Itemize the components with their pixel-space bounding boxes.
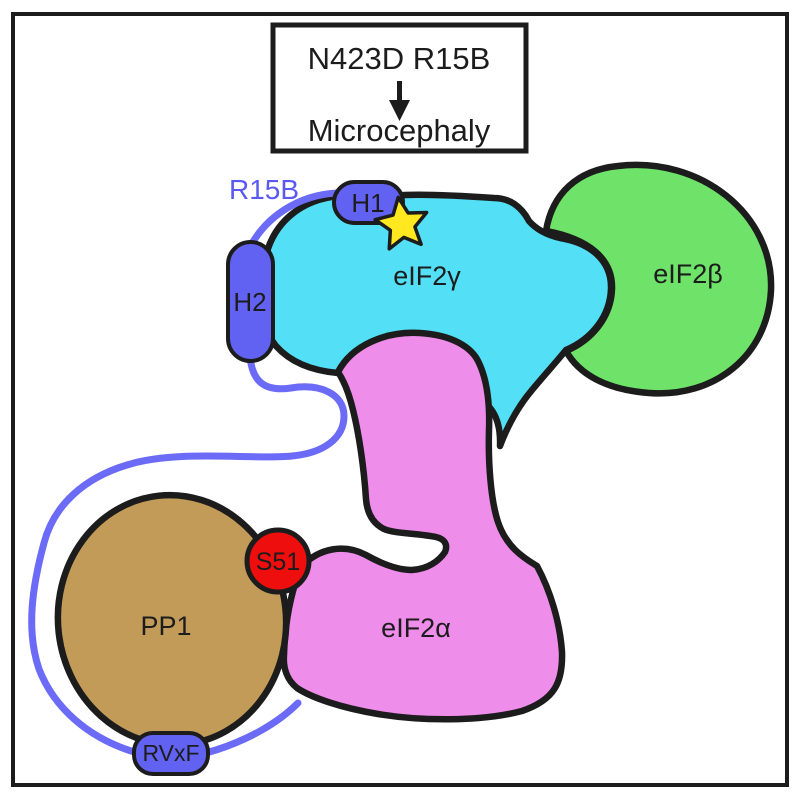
s51-site-circle [244, 527, 312, 595]
eif2-alpha-blob [280, 329, 566, 723]
down-arrow-icon [389, 81, 410, 121]
rvxf-motif-pill [132, 731, 210, 776]
h2-label: H2 [233, 287, 266, 317]
r15b-label: R15B [229, 174, 299, 205]
pp1-label: PP1 [140, 611, 191, 641]
mutation-label: N423D R15B [308, 41, 491, 76]
eif2-gamma-label: eIF2γ [393, 261, 461, 291]
eif2-alpha-label: eIF2α [381, 613, 451, 643]
h1-label: H1 [351, 188, 384, 218]
s51-label: S51 [256, 548, 300, 576]
mutation-star-icon [373, 195, 429, 251]
eif2-beta-label: eIF2β [653, 259, 723, 289]
h2-helix-pill [226, 240, 275, 363]
rvxf-label: RVxF [142, 740, 199, 766]
disease-label: Microcephaly [308, 113, 491, 148]
